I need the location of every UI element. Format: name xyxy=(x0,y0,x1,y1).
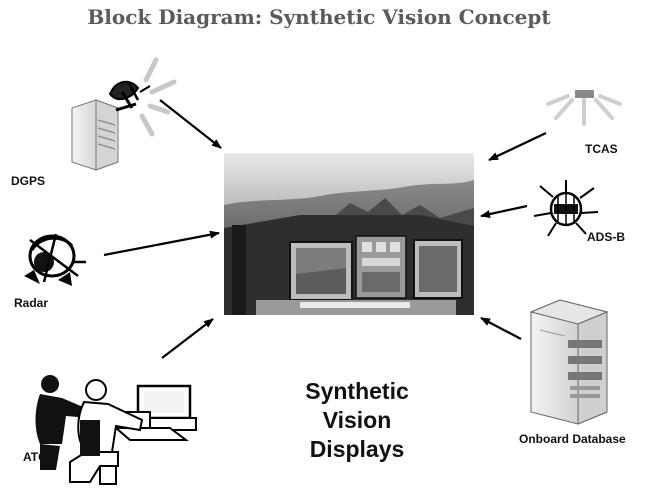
database-label: Onboard Database xyxy=(519,432,626,446)
caption-line-1: Synthetic xyxy=(305,378,409,404)
ads-b-satellite-icon xyxy=(533,180,599,237)
air-traffic-controllers-icon xyxy=(35,375,197,485)
tcas-beacon-icon xyxy=(546,90,622,126)
atc-label: ATC xyxy=(23,450,47,464)
tcas-label: TCAS xyxy=(585,142,618,156)
arrow-atc xyxy=(161,318,214,359)
dgps-label: DGPS xyxy=(11,174,45,188)
caption-line-3: Displays xyxy=(310,436,405,462)
diagram-title: Block Diagram: Synthetic Vision Concept xyxy=(87,5,551,29)
database-server-icon xyxy=(529,299,609,425)
arrow-adsb xyxy=(480,204,528,218)
signal-rays-icon xyxy=(139,57,177,137)
arrow-dgps xyxy=(159,99,222,149)
adsb-label: ADS-B xyxy=(587,230,625,244)
caption-line-2: Vision xyxy=(323,407,392,433)
radar-label: Radar xyxy=(14,296,48,310)
satellite-dish-icon xyxy=(108,80,151,112)
arrow-database xyxy=(480,317,522,340)
arrow-tcas xyxy=(488,132,547,161)
computer-tower-icon xyxy=(71,99,119,171)
cockpit-display-image xyxy=(224,153,474,315)
radar-antenna-icon xyxy=(24,233,86,286)
arrow-radar xyxy=(103,230,220,257)
